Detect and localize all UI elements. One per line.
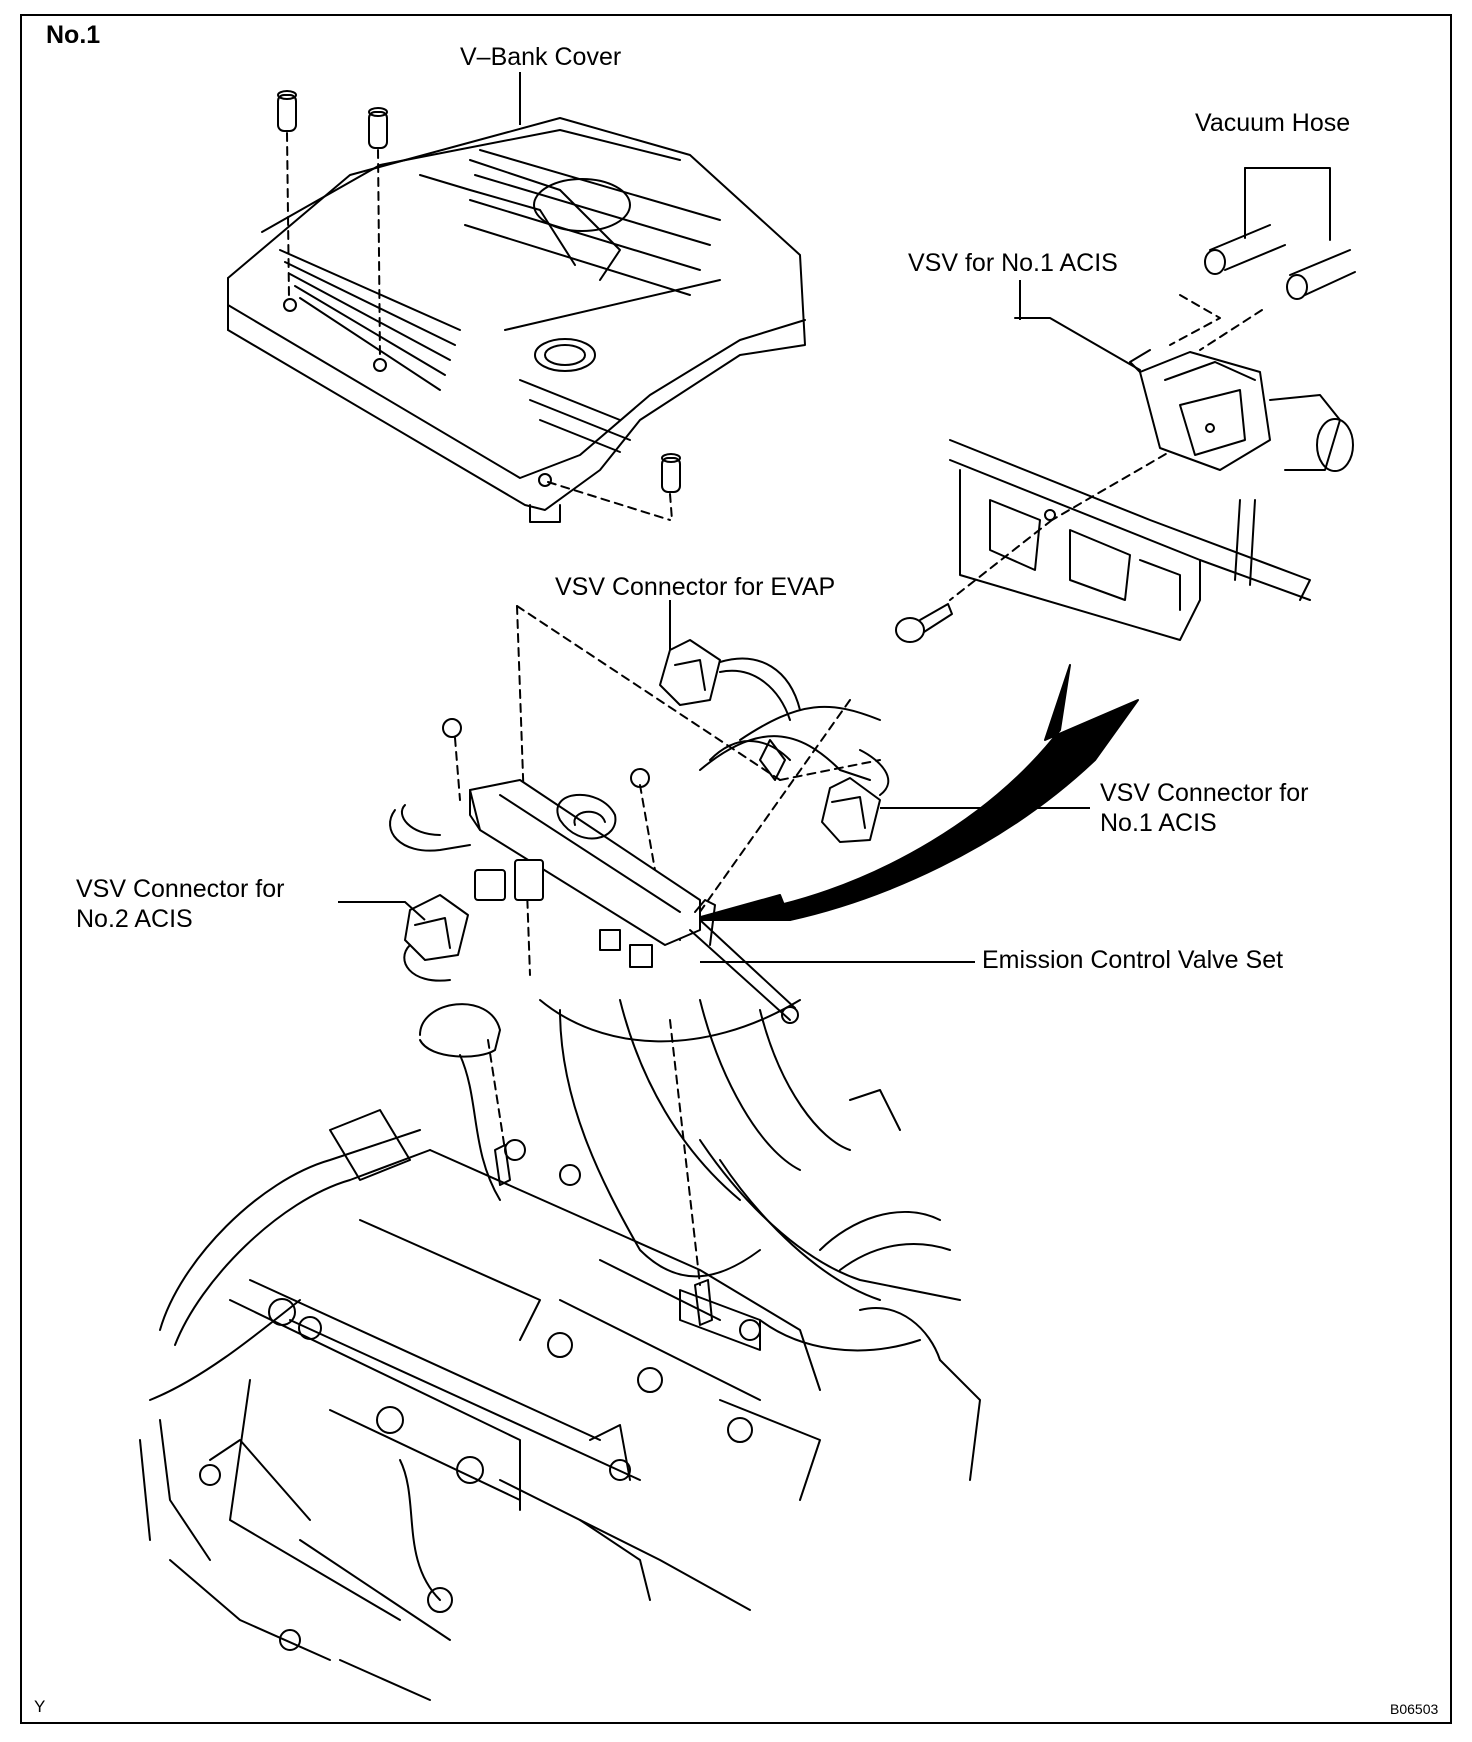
vsv-connector-no1-acis-drawing xyxy=(821,749,890,843)
label-vsv-connector-no1-acis: VSV Connector for No.1 ACIS xyxy=(1100,779,1309,837)
vsv-no1-acis-drawing xyxy=(1014,317,1354,472)
label-v-bank-cover: V–Bank Cover xyxy=(460,43,622,71)
assembly-guide-lines xyxy=(286,132,1263,1286)
figure-id: No.1 xyxy=(46,21,101,49)
label-vsv-no1-acis: VSV for No.1 ACIS xyxy=(908,249,1118,277)
bolt-drawing xyxy=(895,603,953,643)
installation-arrow xyxy=(689,664,1139,921)
label-vsv-connector-no2-acis: VSV Connector for No.2 ACIS xyxy=(76,875,285,933)
vsv-connector-no2-acis-drawing xyxy=(403,894,469,982)
label-vacuum-hose: Vacuum Hose xyxy=(1195,109,1351,137)
intake-bracket-drawing xyxy=(949,439,1311,641)
vsv-connector-evap-drawing xyxy=(659,639,881,781)
engine-drawing xyxy=(139,999,981,1701)
corner-mark-left: Y xyxy=(34,1697,46,1716)
emission-control-valve-set-drawing xyxy=(389,718,799,1024)
v-bank-cover-drawing xyxy=(227,117,806,523)
label-emission-control-valve-set: Emission Control Valve Set xyxy=(982,946,1284,974)
figure-code: B06503 xyxy=(1390,1701,1439,1717)
grommets xyxy=(277,90,681,493)
vacuum-hose-drawing xyxy=(1204,167,1356,300)
label-vsv-connector-evap: VSV Connector for EVAP xyxy=(555,573,836,601)
